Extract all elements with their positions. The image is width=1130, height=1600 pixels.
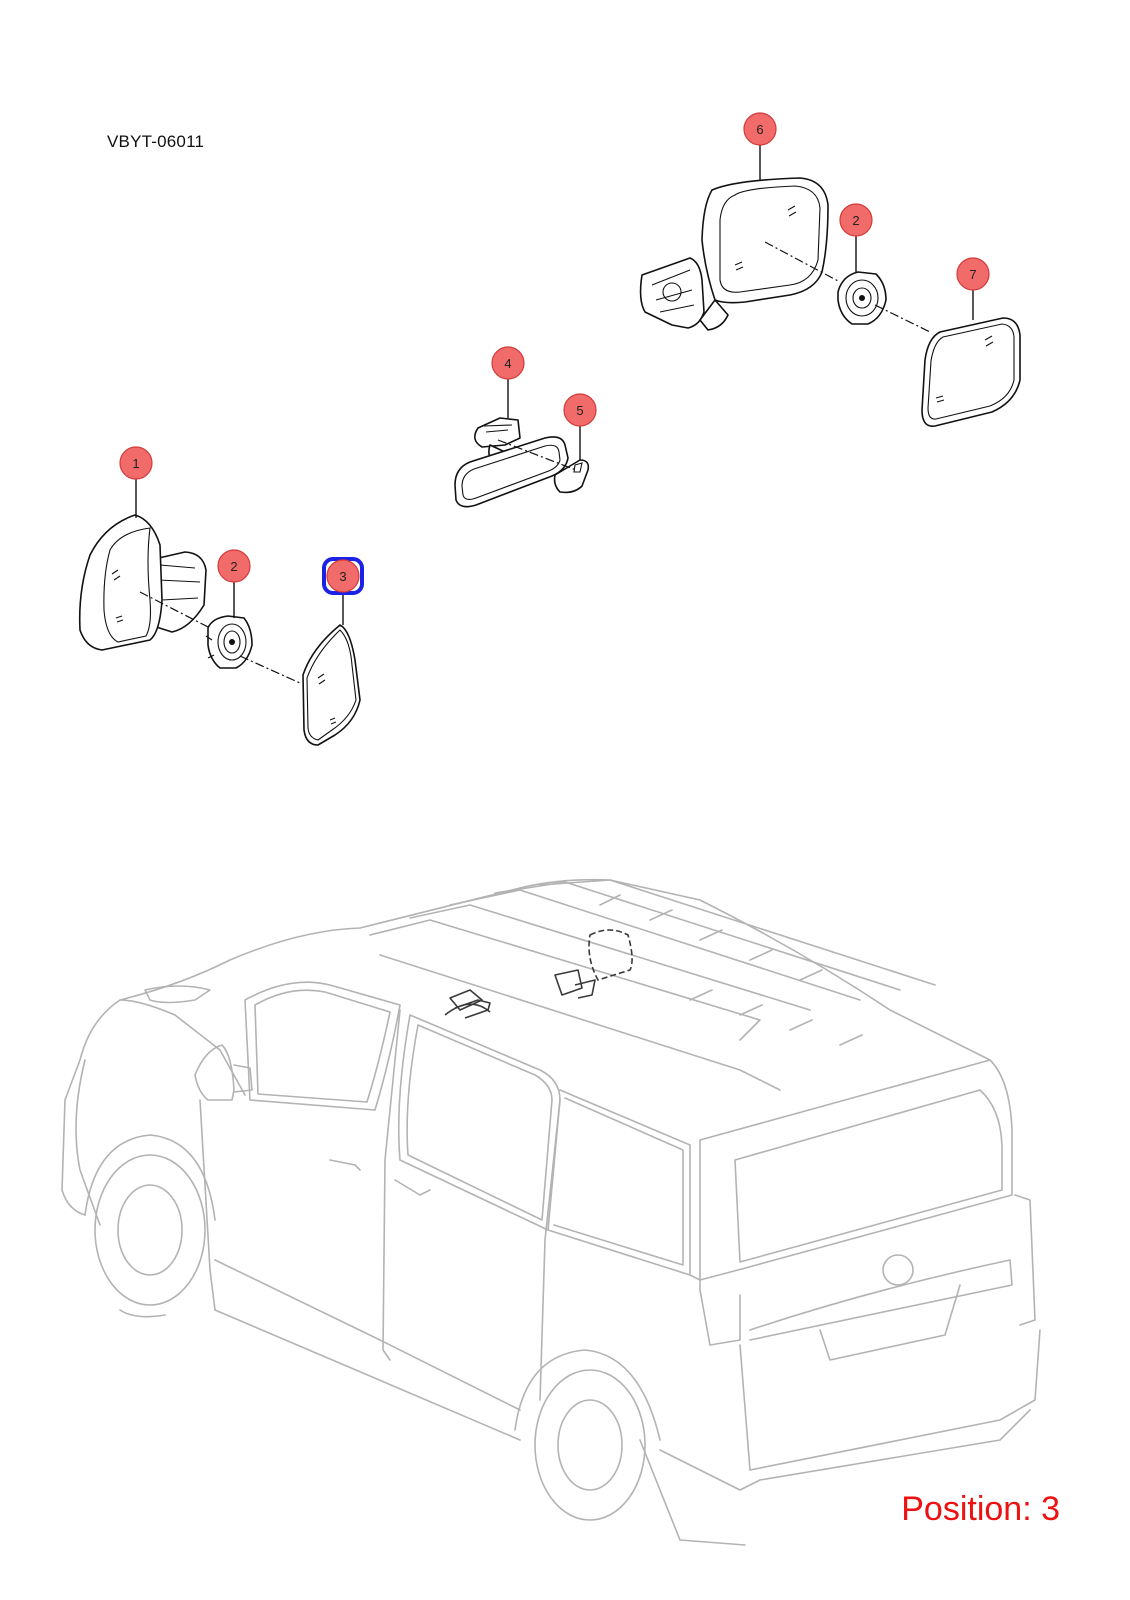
callout-number: 2 [852, 213, 859, 228]
explode-line-interior [497, 439, 577, 471]
interior-mirror-assembly [454, 417, 590, 508]
callout-markers: 1 2 3 4 5 6 2 7 [119, 112, 990, 595]
explode-line-right-1 [764, 241, 841, 283]
left-mirror-assembly [78, 514, 207, 651]
callout-circle [491, 346, 525, 380]
callout-circle [326, 559, 360, 593]
callout-number: 3 [339, 569, 346, 584]
callout-circle [119, 446, 153, 480]
callout-number: 4 [504, 356, 511, 371]
callout-2-right: 2 [839, 203, 873, 237]
callout-5: 5 [563, 393, 597, 427]
right-mirror-assembly [639, 177, 829, 331]
callout-number: 5 [576, 403, 583, 418]
van-illustration [61, 878, 1041, 1546]
left-glass-part [302, 624, 361, 746]
callout-3: 3 [322, 557, 364, 595]
callout-1: 1 [119, 446, 153, 480]
callout-number: 1 [132, 456, 139, 471]
right-actuator-part [837, 271, 887, 325]
callout-6: 6 [743, 112, 777, 146]
explode-line-left-2 [239, 655, 301, 684]
callout-circle [563, 393, 597, 427]
callout-7: 7 [956, 257, 990, 291]
callout-circle [217, 549, 251, 583]
callout-leaders [135, 145, 974, 625]
callout-number: 6 [756, 122, 763, 137]
diagram-code: VBYT-06011 [107, 132, 205, 151]
explode-line-left-1 [139, 591, 211, 629]
callout-highlight-box [322, 557, 364, 595]
callout-circle [743, 112, 777, 146]
explode-line-right-2 [874, 304, 931, 333]
callout-circle [839, 203, 873, 237]
callout-number: 7 [969, 267, 976, 282]
callout-circle [956, 257, 990, 291]
callout-2-left: 2 [217, 549, 251, 583]
callout-number: 2 [230, 559, 237, 574]
left-actuator-part [205, 615, 253, 669]
van-highlighted-parts [444, 929, 633, 1019]
callout-4: 4 [491, 346, 525, 380]
right-glass-part [921, 317, 1021, 427]
position-label: Position: 3 [901, 1490, 1060, 1528]
